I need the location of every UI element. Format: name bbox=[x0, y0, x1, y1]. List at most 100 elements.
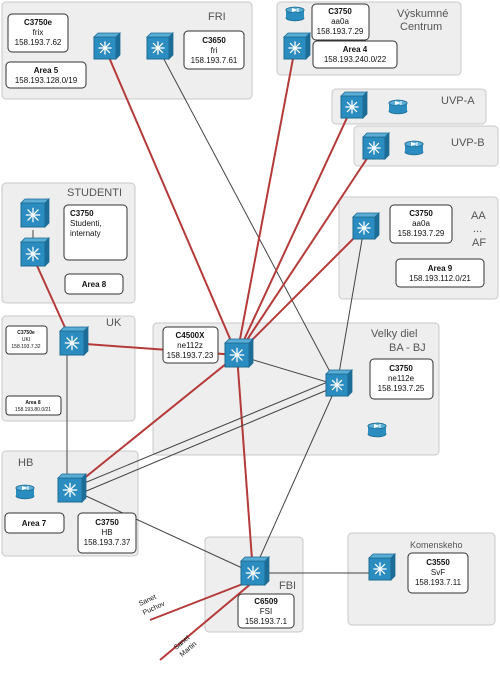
link-sanet-martin bbox=[159, 581, 254, 661]
link-hb-ne112e-b bbox=[83, 387, 333, 493]
card-area9-title: Area 9 bbox=[428, 264, 453, 273]
card-fri-name: fri bbox=[211, 46, 218, 55]
router-icon-velky[interactable] bbox=[367, 422, 387, 438]
card-ne112z-ip: 158.193.7.23 bbox=[167, 351, 214, 360]
card-ne112z-name: ne112z bbox=[177, 341, 203, 350]
link-core-aa bbox=[236, 227, 365, 356]
zone-title-hb: HB bbox=[18, 457, 33, 469]
card-area4-net: 158.193.240.0/22 bbox=[324, 55, 387, 64]
zone-title-aa-3: AF bbox=[472, 237, 486, 249]
switch-icon-uki[interactable] bbox=[59, 326, 89, 356]
switch-icon-studenti-2[interactable] bbox=[20, 237, 50, 267]
card-hb-name: HB bbox=[101, 528, 112, 537]
link-core-fbi bbox=[236, 354, 254, 574]
card-frix-ip: 158.193.7.62 bbox=[15, 38, 62, 47]
switch-icon-studenti-1[interactable] bbox=[20, 198, 50, 228]
card-area7: Area 7 bbox=[4, 512, 65, 534]
switch-icon-frix[interactable] bbox=[93, 32, 121, 60]
router-icon-uvp-b[interactable] bbox=[404, 140, 424, 156]
router-icon-hb[interactable] bbox=[15, 484, 35, 500]
zone-title-velky-1: Velky diel bbox=[371, 328, 417, 340]
card-area8-uk: Area 8 158.193.80.0/21 bbox=[5, 395, 62, 416]
card-svf-ip: 158.193.7.11 bbox=[415, 578, 462, 587]
card-frix: C3750e frix 158.193.7.62 bbox=[7, 13, 69, 53]
zone-titles: FRI Výskumné Centrum UVP-A UVP-B STUDENT… bbox=[18, 8, 486, 592]
zone-title-vyskumne-2: Centrum bbox=[400, 21, 442, 33]
card-studenti-name: Studenti, bbox=[70, 219, 102, 228]
switch-icon-uvp-b[interactable] bbox=[362, 132, 390, 160]
card-ne112z: C4500X ne112z 158.193.7.23 bbox=[162, 326, 219, 364]
card-area9: Area 9 158.193.112.0/21 bbox=[395, 258, 485, 288]
card-hb-model: C3750 bbox=[95, 518, 119, 527]
link-core-uvp-b bbox=[236, 147, 375, 356]
router-icon-vyskumne[interactable] bbox=[285, 6, 305, 22]
card-aa0a-vc-model: C3750 bbox=[328, 7, 352, 16]
card-fsi-ip: 158.193.7.1 bbox=[245, 617, 288, 626]
card-svf-name: SvF bbox=[431, 568, 445, 577]
card-ne112e-name: ne112e bbox=[388, 374, 415, 383]
devices bbox=[15, 6, 424, 586]
switch-icon-fri[interactable] bbox=[146, 32, 174, 60]
card-aa0a-af-ip: 158.193.7.29 bbox=[398, 229, 445, 238]
switch-icon-ne112z[interactable] bbox=[224, 338, 254, 368]
switch-icon-hb[interactable] bbox=[57, 473, 87, 503]
card-fri-ip: 158.193.7.61 bbox=[191, 56, 238, 65]
zone-uvp-b bbox=[353, 125, 499, 167]
link-hb-ne112e-a bbox=[81, 380, 331, 485]
switch-icon-ne112e[interactable] bbox=[325, 369, 353, 397]
link-sanet-puchov bbox=[149, 579, 254, 621]
card-ne112e: C3750 ne112e 158.193.7.25 bbox=[369, 358, 434, 400]
zone-title-fbi: FBI bbox=[279, 580, 296, 592]
card-frix-model: C3750e bbox=[24, 18, 53, 27]
link-core-fri-left bbox=[104, 47, 238, 356]
switch-icon-aa[interactable] bbox=[352, 212, 380, 240]
card-ne112e-ip: 158.193.7.25 bbox=[378, 384, 425, 393]
link-hb-fbi bbox=[85, 495, 254, 574]
card-fri: C3650 fri 158.193.7.61 bbox=[183, 30, 245, 70]
card-area5: Area 5 158.193.128.0/19 bbox=[5, 61, 87, 89]
zone-title-aa-2: ... bbox=[473, 223, 482, 235]
card-uki: C3750e UKI 158.193.7.32 bbox=[5, 325, 48, 355]
switch-icon-uvp-a[interactable] bbox=[340, 91, 368, 119]
card-area7-title: Area 7 bbox=[22, 519, 47, 528]
card-area4: Area 4 158.193.240.0/22 bbox=[312, 40, 398, 69]
card-fri-model: C3650 bbox=[202, 36, 226, 45]
card-area4-title: Area 4 bbox=[343, 45, 368, 54]
link-aa-ne112e bbox=[336, 227, 365, 386]
card-aa0a-vc-ip: 158.193.7.29 bbox=[317, 27, 364, 36]
card-area8-uk-net: 158.193.80.0/21 bbox=[15, 407, 51, 413]
card-uki-ip: 158.193.7.32 bbox=[11, 344, 40, 350]
card-svf: C3550 SvF 158.193.7.11 bbox=[407, 552, 469, 594]
router-icon-uvp-a[interactable] bbox=[388, 99, 408, 115]
link-core-ne112e bbox=[236, 354, 338, 386]
card-area8-uk-title: Area 8 bbox=[25, 400, 41, 406]
card-hb: C3750 HB 158.193.7.37 bbox=[77, 512, 137, 554]
link-fri-ne112e bbox=[157, 47, 338, 386]
switch-icon-vyskumne[interactable] bbox=[283, 32, 311, 60]
card-aa0a-af-model: C3750 bbox=[409, 209, 433, 218]
link-core-vyskumne bbox=[236, 47, 296, 356]
zone-title-studenti: STUDENTI bbox=[67, 187, 122, 199]
zone-title-aa-1: AA bbox=[471, 210, 486, 222]
card-studenti: C3750 Studenti, internaty bbox=[63, 204, 128, 261]
card-area9-net: 158.193.112.0/21 bbox=[409, 274, 471, 283]
card-svf-model: C3550 bbox=[426, 558, 450, 567]
card-frix-name: frix bbox=[33, 28, 44, 37]
card-hb-ip: 158.193.7.37 bbox=[84, 538, 131, 547]
switch-icon-svf[interactable] bbox=[368, 553, 396, 581]
card-aa0a-vc-name: aa0a bbox=[331, 17, 349, 26]
card-fsi-name: FSI bbox=[260, 607, 272, 616]
link-core-uvp-a bbox=[236, 106, 353, 356]
card-ne112z-model: C4500X bbox=[176, 331, 206, 340]
zone-title-komenskeho: Komenskeho bbox=[410, 540, 463, 550]
zone-title-uvp-a: UVP-A bbox=[441, 95, 475, 107]
device-cards: C3750e frix 158.193.7.62 Area 5 158.193.… bbox=[4, 3, 485, 629]
card-fsi-model: C6509 bbox=[254, 597, 278, 606]
zone-title-uk: UK bbox=[106, 317, 122, 329]
switch-icon-fsi[interactable] bbox=[240, 556, 270, 586]
link-core-hb bbox=[71, 354, 238, 489]
card-uki-name: UKI bbox=[22, 337, 30, 343]
card-area5-title: Area 5 bbox=[34, 66, 59, 75]
card-uki-model: C3750e bbox=[17, 330, 35, 336]
card-area5-net: 158.193.128.0/19 bbox=[15, 76, 78, 85]
